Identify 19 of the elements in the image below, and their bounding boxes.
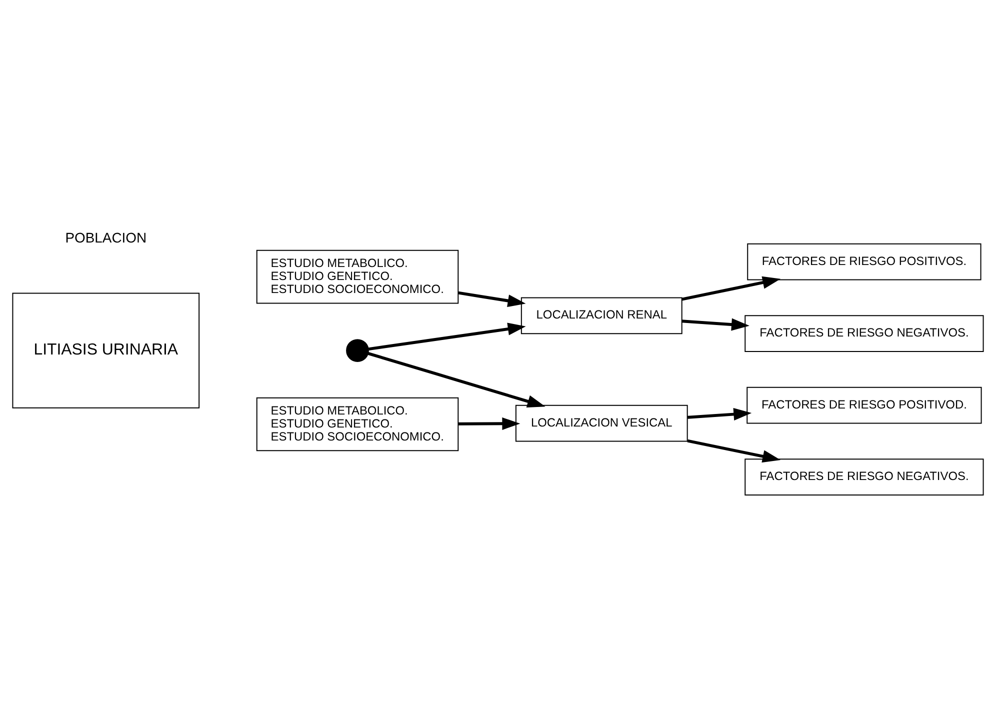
- arrow: [368, 322, 526, 350]
- arrow: [368, 351, 546, 407]
- node-box: FACTORES DE RIESGO NEGATIVOS.: [744, 314, 984, 352]
- node-box: LOCALIZACION VESICAL: [515, 404, 688, 442]
- arrow: [682, 276, 781, 300]
- node-box: ESTUDIO METABOLICO. ESTUDIO GENETICO. ESTUDIO SOCIOECONOMICO.: [256, 249, 459, 304]
- arrow: [682, 318, 750, 330]
- node-box: LITIASIS URINARIA: [12, 292, 200, 408]
- node-box: FACTORES DE RIESGO NEGATIVOS.: [744, 458, 984, 496]
- arrow: [687, 438, 781, 462]
- node-circle: [346, 338, 369, 362]
- node-box: FACTORES DE RIESGO POSITIVOD.: [746, 386, 982, 424]
- label: POBLACION: [65, 229, 147, 246]
- arrow: [458, 290, 526, 306]
- arrow: [687, 407, 752, 420]
- node-box: ESTUDIO METABOLICO. ESTUDIO GENETICO. ESTUDIO SOCIOECONOMICO.: [256, 396, 459, 451]
- node-box: LOCALIZACION RENAL: [520, 296, 682, 334]
- arrow: [458, 416, 520, 430]
- node-box: FACTORES DE RIESGO POSITIVOS.: [747, 242, 982, 280]
